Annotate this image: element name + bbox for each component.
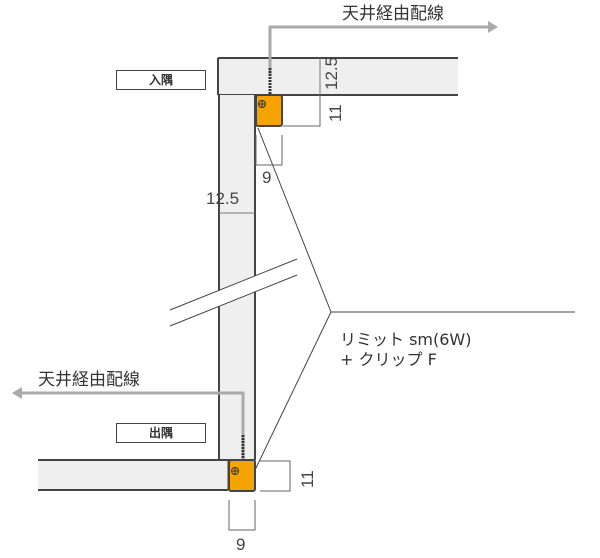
top-board: [218, 58, 458, 95]
bottom-board: [38, 460, 228, 490]
vertical-board: [219, 95, 255, 460]
top-wire: [268, 25, 488, 75]
arrow-left-icon: [12, 387, 22, 399]
dim-top-board-thickness: 12.5: [322, 56, 341, 90]
arrow-right-icon: [488, 21, 498, 33]
product-label-line1: リミット sm(6W): [340, 330, 472, 349]
dim-bottom-fixture-height: 11: [298, 470, 317, 488]
top-fixture: [255, 94, 283, 127]
outside-corner-label: 出隅: [116, 423, 206, 443]
bottom-fixture: [228, 459, 256, 492]
dim-wall-thickness: 12.5: [206, 189, 240, 208]
dim-top-fixture-width: 9: [262, 168, 272, 187]
inside-corner-label: 入隅: [116, 70, 206, 90]
product-label-line2: + クリップ F: [340, 350, 437, 369]
dim-top-fixture-height: 11: [326, 104, 345, 122]
dim-bottom-fixture-width: 9: [236, 535, 246, 554]
ceiling-wiring-bottom-label: 天井経由配線: [38, 370, 140, 390]
ceiling-wiring-top-label: 天井経由配線: [342, 4, 444, 24]
